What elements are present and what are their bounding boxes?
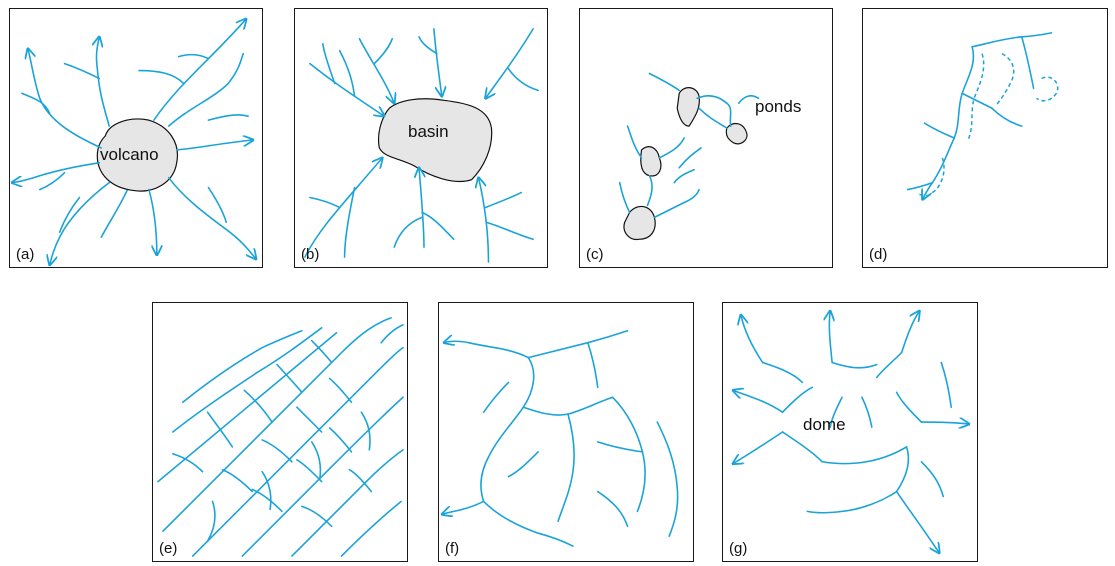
panel-b-centripetal: basin (b) [294, 8, 548, 268]
panel-label-f: (f) [445, 540, 460, 557]
pond-1 [676, 87, 700, 127]
panel-label-b: (b) [301, 246, 320, 263]
dense-dendritic-streams [157, 317, 404, 557]
annular-dome-drainage-streams [723, 303, 977, 561]
radial-drainage-streams [10, 9, 262, 267]
volcano-shape [96, 118, 179, 192]
panel-g-dome: dome (g) [722, 302, 978, 562]
pond-2 [725, 122, 748, 145]
pond-4 [623, 205, 656, 241]
panel-label-d: (d) [869, 246, 888, 263]
deranged-drainage-streams [618, 72, 760, 241]
centripetal-drainage-streams [304, 28, 539, 263]
panel-label-c: (c) [586, 246, 604, 263]
volcano-label: volcano [100, 145, 159, 164]
basin-label: basin [408, 122, 449, 141]
panel-label-g: (g) [729, 540, 748, 557]
dome-label: dome [803, 415, 846, 434]
panel-a-radial: volcano (a) [9, 8, 263, 268]
panel-c-deranged: ponds (c) [579, 8, 833, 268]
panel-d-streams: (d) [862, 8, 1108, 268]
panel-e-dense-dendritic: (e) [152, 302, 408, 562]
basin-shape [378, 98, 493, 183]
panel-f-streams: (f) [438, 302, 694, 562]
panel-label-a: (a) [16, 246, 35, 263]
pond-3 [640, 146, 662, 177]
panel-d-stream-network [906, 32, 1059, 267]
panel-label-e: (e) [159, 540, 178, 557]
ponds-label: ponds [755, 97, 802, 116]
panel-f-stream-network [439, 330, 679, 547]
